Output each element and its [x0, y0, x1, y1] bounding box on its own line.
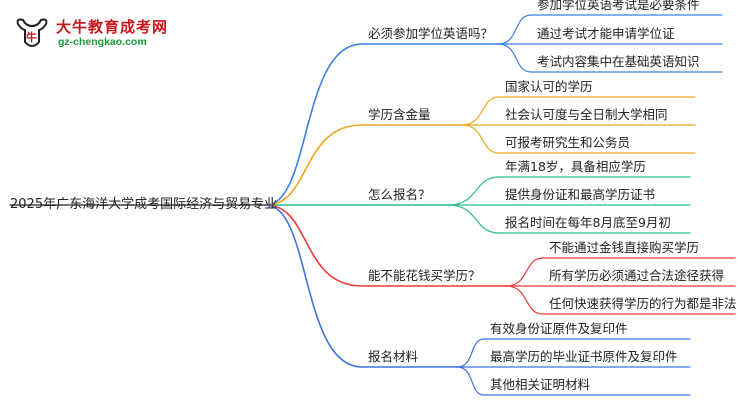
leaf-node: 国家认可的学历	[505, 79, 593, 94]
branch-connector	[265, 204, 363, 287]
leaf-node: 其他相关证明材料	[490, 377, 591, 392]
leaf-connector	[456, 366, 485, 396]
branch-node: 必须参加学位英语吗？	[368, 26, 494, 41]
leaf-connector	[447, 176, 500, 206]
mindmap-edges	[9, 14, 736, 396]
site-logo[interactable]: 牛 大牛教育成考网 gz-chengkao.com	[8, 14, 218, 54]
branch-node: 能不能花钱买学历？	[368, 268, 481, 283]
leaf-node: 所有学历必须通过合法途径获得	[549, 268, 725, 283]
leaf-node: 通过考试才能申请学位证	[537, 26, 675, 41]
leaf-node: 参加学位英语考试是必要条件	[537, 0, 700, 12]
branch-node: 报名材料	[368, 349, 419, 364]
leaf-connector	[497, 14, 532, 45]
leaf-node: 不能通过金钱直接购买学历	[549, 240, 700, 255]
leaf-node: 可报考研究生和公务员	[505, 135, 631, 150]
branch-connector	[265, 43, 363, 206]
leaf-node: 有效身份证原件及复印件	[490, 321, 628, 336]
leaf-node: 任何快速获得学历的行为都是非法	[549, 296, 737, 311]
leaf-connector	[456, 338, 485, 368]
root-node: 2025年广东海洋大学成考国际经济与贸易专业	[10, 197, 278, 212]
leaf-connector	[505, 257, 544, 287]
branch-connector	[265, 204, 363, 368]
branch-connector	[265, 124, 363, 206]
leaf-node: 报名时间在每年8月底至9月初	[505, 215, 671, 230]
leaf-node: 最高学历的毕业证书原件及复印件	[490, 349, 678, 364]
leaf-node: 年满18岁，具备相应学历	[505, 159, 646, 174]
leaf-node: 提供身份证和最高学历证书	[505, 187, 656, 202]
leaf-connector	[447, 204, 500, 234]
leaf-node: 考试内容集中在基础英语知识	[537, 54, 700, 69]
ox-head-logo-icon: 牛	[16, 18, 48, 47]
logo-url: gz-chengkao.com	[58, 36, 147, 48]
logo-title: 大牛教育成考网	[56, 18, 169, 36]
leaf-connector	[461, 124, 500, 154]
leaf-node: 社会认可度与全日制大学相同	[505, 107, 668, 122]
leaf-connector	[497, 43, 532, 73]
branch-node: 怎么报名？	[368, 187, 431, 202]
leaf-connector	[505, 285, 544, 315]
svg-text:牛: 牛	[26, 30, 37, 44]
branch-node: 学历含金量	[368, 107, 431, 122]
leaf-connector	[461, 96, 500, 126]
